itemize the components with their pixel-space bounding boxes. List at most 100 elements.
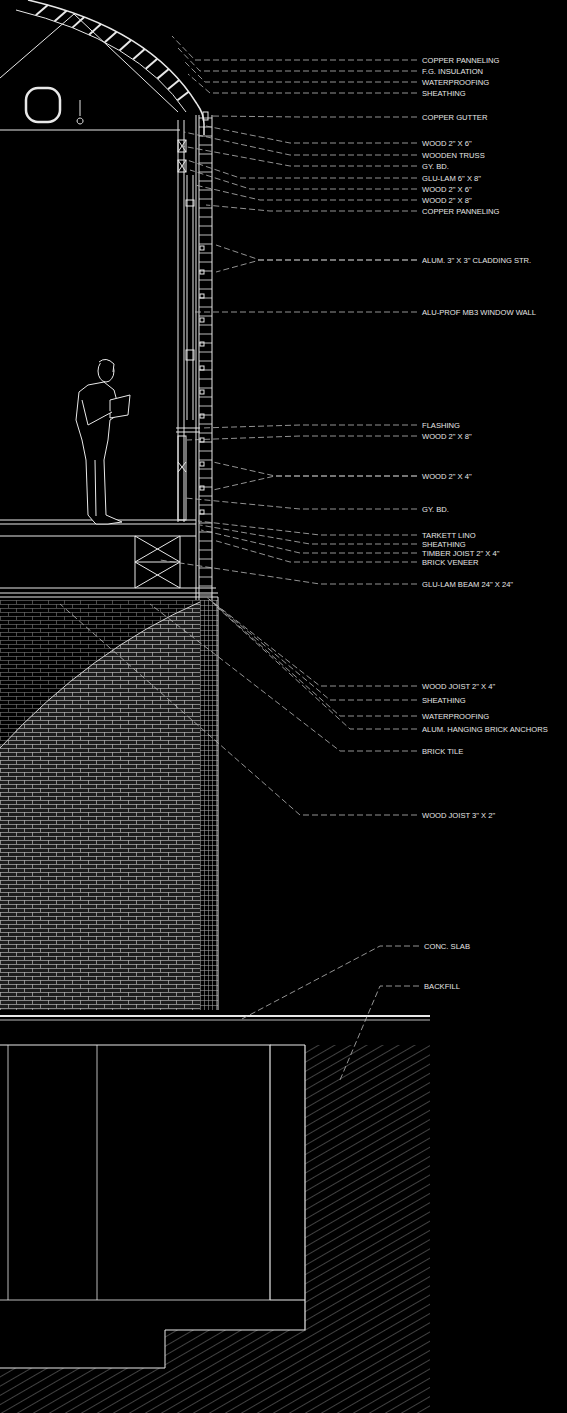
part-label: WOOD 2" X 8" bbox=[421, 432, 473, 441]
person-figure bbox=[76, 359, 130, 524]
veneer-joint bbox=[199, 469, 212, 470]
header-cross bbox=[178, 160, 186, 172]
leader-line bbox=[183, 60, 417, 82]
veneer-joint bbox=[199, 352, 212, 353]
part-label: GY. BD. bbox=[421, 505, 450, 514]
veneer-joint bbox=[199, 496, 212, 497]
cladding-tube bbox=[200, 486, 204, 490]
veneer-joint bbox=[199, 577, 212, 578]
leader-line bbox=[210, 116, 417, 117]
truss-tie bbox=[0, 130, 180, 131]
brick-anchor-grid bbox=[200, 600, 218, 1010]
part-label: ALU-PROF MB3 WINDOW WALL bbox=[421, 308, 537, 317]
part-label: WOOD JOIST 3" X 2" bbox=[421, 811, 496, 820]
leader-line bbox=[213, 603, 417, 716]
veneer-joint bbox=[199, 181, 212, 182]
part-label: FLASHING bbox=[421, 421, 461, 430]
part-label: SHEATHING bbox=[421, 89, 467, 98]
cladding-structure bbox=[196, 115, 212, 600]
part-label: BRICK VENEER bbox=[421, 558, 480, 567]
veneer-joint bbox=[199, 415, 212, 416]
attic-vent bbox=[26, 88, 60, 122]
leader-line bbox=[216, 260, 417, 272]
arch-curve bbox=[0, 602, 200, 748]
concrete-slab bbox=[0, 1015, 430, 1017]
leader-line bbox=[150, 604, 417, 751]
leader-line bbox=[205, 596, 417, 686]
veneer-joint bbox=[199, 145, 212, 146]
wood-header bbox=[178, 160, 186, 172]
part-label: GLU-LAM BEAM 24" X 24" bbox=[421, 580, 514, 589]
part-label: WOOD 2" X 6" bbox=[421, 185, 473, 194]
leader-line bbox=[206, 126, 417, 143]
veneer-joint bbox=[199, 325, 212, 326]
basement bbox=[0, 1016, 430, 1413]
roof-panel-joint bbox=[133, 49, 145, 59]
veneer-joint bbox=[199, 487, 212, 488]
part-label: GY. BD. bbox=[421, 162, 450, 171]
part-label: GLU-LAM 6" X 8" bbox=[421, 174, 482, 183]
cladding-tube bbox=[200, 246, 204, 250]
leader-line bbox=[160, 560, 417, 584]
cladding-tube bbox=[200, 294, 204, 298]
leader-line bbox=[200, 525, 417, 544]
leader-line bbox=[187, 160, 417, 178]
veneer-joint bbox=[199, 460, 212, 461]
window-wall bbox=[187, 175, 193, 420]
veneer-joint bbox=[199, 478, 212, 479]
leader-line bbox=[213, 476, 417, 490]
veneer-joint bbox=[199, 559, 212, 560]
leader-line bbox=[184, 132, 417, 155]
part-label: CONC. SLAB bbox=[423, 942, 471, 951]
roof-panel-joint bbox=[168, 80, 179, 89]
veneer-joint bbox=[199, 208, 212, 209]
part-label: TARKETT LINO bbox=[421, 531, 477, 540]
footing-line bbox=[0, 1330, 165, 1368]
cladding-tube bbox=[200, 270, 204, 274]
leader-lines bbox=[60, 36, 419, 1080]
veneer-joint bbox=[199, 307, 212, 308]
veneer-joint bbox=[199, 190, 212, 191]
foundation-wall bbox=[0, 1045, 305, 1330]
part-label: WATERPROOFING bbox=[421, 712, 490, 721]
person-head bbox=[98, 360, 114, 382]
veneer-joint bbox=[199, 541, 212, 542]
veneer-joint bbox=[199, 235, 212, 236]
leader-line bbox=[213, 540, 417, 562]
hanging-hook bbox=[77, 100, 83, 124]
gutter-profile bbox=[203, 112, 208, 120]
part-label: WOODEN TRUSS bbox=[421, 151, 486, 160]
person-leg bbox=[95, 460, 96, 516]
wall-top bbox=[270, 1045, 305, 1046]
roof-inner bbox=[16, 10, 186, 112]
leader-line bbox=[240, 946, 419, 1020]
veneer-joint bbox=[199, 280, 212, 281]
part-label: COPPER PANNELING bbox=[421, 207, 501, 216]
part-label: WOOD 2" X 6" bbox=[421, 139, 473, 148]
roof-panel-joint bbox=[105, 32, 117, 43]
cladding-tube bbox=[200, 342, 204, 346]
roof-panel-joint bbox=[55, 11, 67, 22]
backfill bbox=[0, 1045, 430, 1413]
leader-line bbox=[206, 205, 417, 211]
part-label: COPPER PANNELING bbox=[421, 56, 501, 65]
veneer-joint bbox=[199, 199, 212, 200]
leader-line bbox=[172, 36, 417, 60]
leader-line bbox=[187, 436, 417, 440]
cladding-tube bbox=[200, 366, 204, 370]
part-label: TIMBER JOIST 2" X 4" bbox=[421, 549, 500, 558]
roof-panel-joint bbox=[177, 92, 188, 101]
leader-line bbox=[201, 425, 417, 428]
leader-line bbox=[194, 312, 417, 313]
held-book bbox=[110, 395, 130, 418]
leader-line bbox=[188, 74, 417, 93]
part-label: BRICK TILE bbox=[421, 747, 464, 756]
cladding-tube bbox=[200, 390, 204, 394]
leader-line bbox=[178, 48, 417, 71]
veneer-joint bbox=[199, 343, 212, 344]
brick-arch bbox=[0, 602, 200, 1010]
veneer-joint bbox=[199, 406, 212, 407]
cladding-tube bbox=[200, 414, 204, 418]
veneer-joint bbox=[199, 334, 212, 335]
veneer-joint bbox=[199, 397, 212, 398]
